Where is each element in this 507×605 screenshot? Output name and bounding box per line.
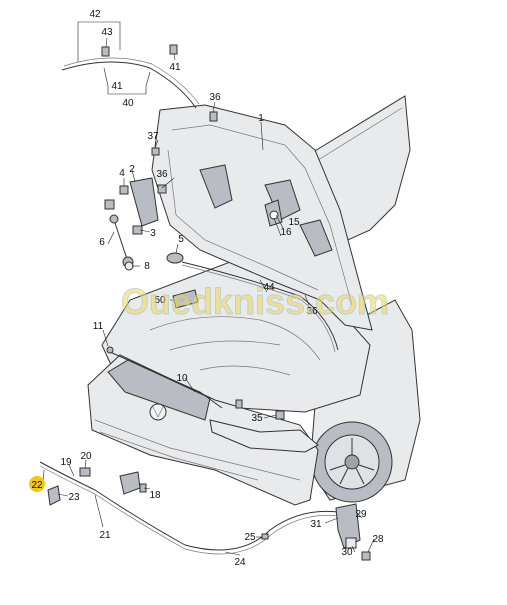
bolt-8 bbox=[124, 261, 134, 271]
clip-36-top bbox=[209, 111, 218, 122]
callout-18: 18 bbox=[149, 490, 161, 501]
watermark-text: Ouedkniss.com bbox=[121, 281, 389, 322]
clip-37 bbox=[151, 147, 160, 156]
clip-35 bbox=[275, 410, 285, 420]
callout-42: 42 bbox=[89, 9, 101, 20]
callout-2: 2 bbox=[129, 164, 135, 175]
callout-20: 20 bbox=[80, 451, 92, 462]
right-headlight bbox=[209, 419, 319, 453]
windshield-seal-strip bbox=[61, 61, 197, 109]
clip-20 bbox=[79, 467, 91, 477]
callout-36-hinge: 36 bbox=[156, 169, 168, 180]
leader-lines bbox=[42, 37, 375, 556]
callout-37: 37 bbox=[147, 131, 159, 142]
callout-labels: 1 2 3 4 5 6 8 10 11 15 16 18 19 20 21 22… bbox=[31, 9, 384, 568]
vw-emblem bbox=[149, 403, 167, 421]
release-cable-front bbox=[109, 351, 223, 409]
car-body bbox=[87, 95, 421, 506]
prop-rod-holder bbox=[172, 289, 199, 309]
callout-31: 31 bbox=[310, 519, 322, 530]
callout-10: 10 bbox=[176, 373, 188, 384]
highlight-22 bbox=[29, 476, 45, 492]
bolt-7 bbox=[104, 199, 115, 210]
callout-28: 28 bbox=[372, 534, 384, 545]
callout-35: 35 bbox=[251, 413, 263, 424]
callout-8: 8 bbox=[144, 261, 150, 272]
callout-43: 43 bbox=[101, 27, 113, 38]
callout-15: 15 bbox=[288, 217, 300, 228]
bolt-28 bbox=[361, 551, 371, 561]
release-cable bbox=[39, 461, 339, 551]
lock-bracket-17 bbox=[119, 471, 141, 495]
bolt-18 bbox=[139, 483, 147, 493]
callout-44: 44 bbox=[263, 282, 275, 293]
callout-11: 11 bbox=[93, 321, 104, 332]
callout-25: 25 bbox=[244, 532, 256, 543]
callout-30: 30 bbox=[341, 547, 353, 558]
callout-29: 29 bbox=[355, 509, 367, 520]
bolt-4 bbox=[119, 185, 129, 195]
gas-strut bbox=[113, 219, 129, 263]
release-handle-23 bbox=[47, 485, 61, 506]
clip-9 bbox=[235, 399, 243, 409]
callout-19: 19 bbox=[60, 457, 72, 468]
callout-1: 1 bbox=[258, 113, 264, 124]
callout-41-clip: 41 bbox=[169, 62, 181, 73]
callout-40: 40 bbox=[122, 98, 134, 109]
callout-41-strip: 41 bbox=[111, 81, 123, 92]
clip-43 bbox=[101, 46, 110, 57]
callout-4: 4 bbox=[119, 168, 125, 179]
callout-22: 22 bbox=[31, 480, 43, 491]
clip-41 bbox=[169, 44, 178, 55]
hood-hinge-assembly bbox=[104, 111, 218, 271]
clip-36 bbox=[157, 184, 167, 194]
cable-joint-25 bbox=[261, 533, 269, 540]
hood-seal bbox=[181, 261, 339, 351]
callout-5: 5 bbox=[178, 234, 184, 245]
callout-23: 23 bbox=[68, 492, 80, 503]
buffer-5 bbox=[166, 252, 184, 264]
grille bbox=[107, 359, 211, 421]
callout-36-top: 36 bbox=[209, 92, 221, 103]
callout-24: 24 bbox=[234, 557, 246, 568]
callout-50: 50 bbox=[154, 295, 166, 306]
callout-36-seal: 36 bbox=[306, 306, 318, 317]
hood-hinge bbox=[129, 177, 159, 227]
callout-16: 16 bbox=[280, 227, 292, 238]
callout-6: 6 bbox=[99, 237, 105, 248]
microswitch-30 bbox=[345, 537, 357, 549]
hood bbox=[151, 104, 373, 331]
bolt-3 bbox=[132, 225, 143, 235]
callout-21: 21 bbox=[99, 530, 111, 541]
callout-3: 3 bbox=[150, 228, 156, 239]
